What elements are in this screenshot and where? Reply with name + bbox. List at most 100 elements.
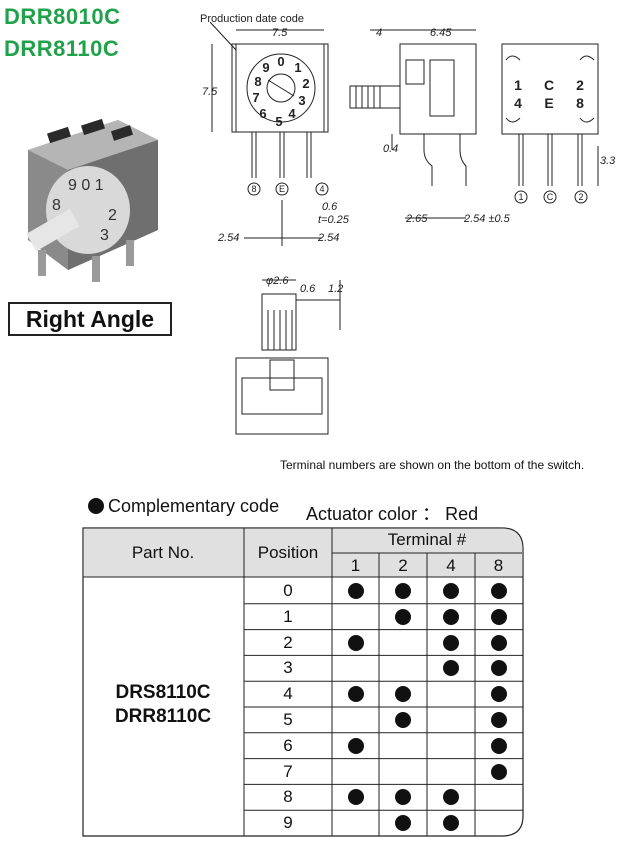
code-dot (347, 634, 364, 651)
dim-4: 4 (376, 27, 382, 39)
code-dot (347, 789, 364, 806)
model-name-2: DRR8110C (4, 36, 120, 61)
technical-drawing: Production date code 7.5 7.5 4 6.45 0.4 … (200, 13, 616, 435)
dim-6-45: 6.45 (430, 27, 452, 39)
svg-text:8: 8 (52, 197, 61, 214)
position-cell: 8 (283, 787, 293, 807)
dial-digit-8: 8 (254, 74, 261, 89)
code-dot (443, 582, 459, 599)
position-cell: 6 (283, 735, 293, 755)
code-dot (395, 711, 411, 728)
actuator-value: Red (445, 504, 479, 524)
part-numbers: DRS8110C DRR8110C (82, 681, 244, 729)
bottom-grid-e: E (544, 95, 553, 111)
dim-7-5-side: 7.5 (202, 86, 218, 98)
dim-2-54-pm: 2.54 ±0.5 (463, 213, 511, 225)
position-cell: 5 (283, 710, 293, 729)
code-dot (490, 582, 507, 599)
position-cell: 0 (283, 581, 293, 600)
code-dot (395, 815, 411, 832)
bottom-grid-8: 8 (576, 95, 584, 111)
code-dot (347, 737, 364, 754)
code-dot (347, 686, 364, 703)
actuator-color: Actuator color ： Red (306, 500, 478, 526)
terminal-note: Terminal numbers are shown on the bottom… (280, 458, 585, 472)
dial-digit-7: 7 (252, 90, 259, 105)
pin-label-c: C (547, 192, 554, 202)
code-dot (443, 815, 459, 832)
right-angle-box (8, 302, 172, 336)
dim-phi-2-6: φ2.6 (266, 275, 289, 287)
dial-digit-4: 4 (288, 106, 296, 121)
code-dot (490, 660, 507, 677)
pin-label-2: 2 (578, 192, 583, 202)
svg-text:3: 3 (100, 227, 109, 244)
dial-digit-0: 0 (277, 54, 284, 69)
pin-label-4: 4 (319, 184, 324, 194)
code-table: Part No. Position Terminal # 1 2 4 8 DRS… (82, 527, 524, 837)
terminal-col-2: 2 (398, 556, 408, 575)
code-dot (490, 608, 507, 625)
position-cell: 1 (283, 606, 293, 626)
terminal-col-4: 4 (446, 556, 456, 575)
actuator-label: Actuator color (306, 504, 418, 524)
code-dot (490, 711, 507, 728)
position-cell: 2 (283, 632, 293, 652)
position-cell: 3 (283, 658, 293, 678)
pin-label-e: E (279, 184, 285, 194)
actuator-sep: ： (422, 504, 441, 524)
code-dot (443, 789, 459, 806)
svg-text:2: 2 (108, 207, 117, 224)
dial-digit-6: 6 (259, 106, 266, 121)
dim-t-025: t=0.25 (318, 214, 350, 226)
svg-text:9 0 1: 9 0 1 (68, 177, 104, 194)
bottom-grid-2: 2 (576, 77, 584, 93)
dial-digit-5: 5 (275, 114, 282, 129)
dial-digit-1: 1 (294, 60, 301, 75)
code-dot (395, 582, 411, 599)
dim-2-54-left: 2.54 (217, 232, 239, 244)
header-position: Position (257, 543, 319, 562)
part-number-2: DRR8110C (114, 706, 212, 727)
dim-0-6: 0.6 (300, 283, 316, 295)
code-dot (395, 789, 411, 806)
dial-digit-9: 9 (262, 60, 269, 75)
dim-1-2: 1.2 (328, 283, 343, 295)
model-name-1: DRR8010C (4, 4, 121, 29)
table-grid (82, 527, 524, 837)
code-dot (443, 634, 459, 651)
terminal-col-8: 8 (493, 556, 504, 575)
dial-digit-3: 3 (298, 93, 305, 108)
part-number-1: DRS8110C (115, 682, 211, 703)
code-dot (443, 608, 459, 625)
dim-7-5-top: 7.5 (272, 27, 288, 39)
dial-digit-2: 2 (302, 76, 309, 91)
code-dot (490, 737, 507, 754)
legend-text: Complementary code (108, 496, 280, 516)
code-dot (347, 582, 364, 599)
production-date-code-label: Production date code (200, 13, 304, 25)
legend: Complementary code (88, 496, 279, 517)
dim-0-6-t: 0.6 (322, 201, 338, 213)
code-dot (395, 608, 411, 625)
product-photo: 9 0 1 8 2 3 (26, 118, 158, 282)
code-dot (395, 686, 411, 703)
position-cell: 7 (283, 761, 293, 781)
position-cell: 9 (283, 813, 293, 833)
code-dot (490, 634, 507, 651)
dim-2-65: 2.65 (405, 213, 428, 225)
header-terminal: Terminal # (387, 530, 467, 549)
terminal-col-1: 1 (350, 556, 361, 575)
position-cell: 4 (283, 684, 293, 704)
bottom-grid-c: C (544, 77, 554, 93)
dim-3-3: 3.3 (600, 155, 616, 167)
right-angle-label: Right Angle (25, 306, 155, 332)
pin-label-8: 8 (251, 184, 256, 194)
code-dot (443, 660, 459, 677)
bottom-grid-1: 1 (514, 77, 522, 93)
header-part-no: Part No. (131, 543, 195, 562)
code-dot (490, 763, 507, 780)
bottom-grid-4: 4 (514, 95, 522, 111)
dim-0-4: 0.4 (383, 143, 398, 155)
code-dot (490, 686, 507, 703)
